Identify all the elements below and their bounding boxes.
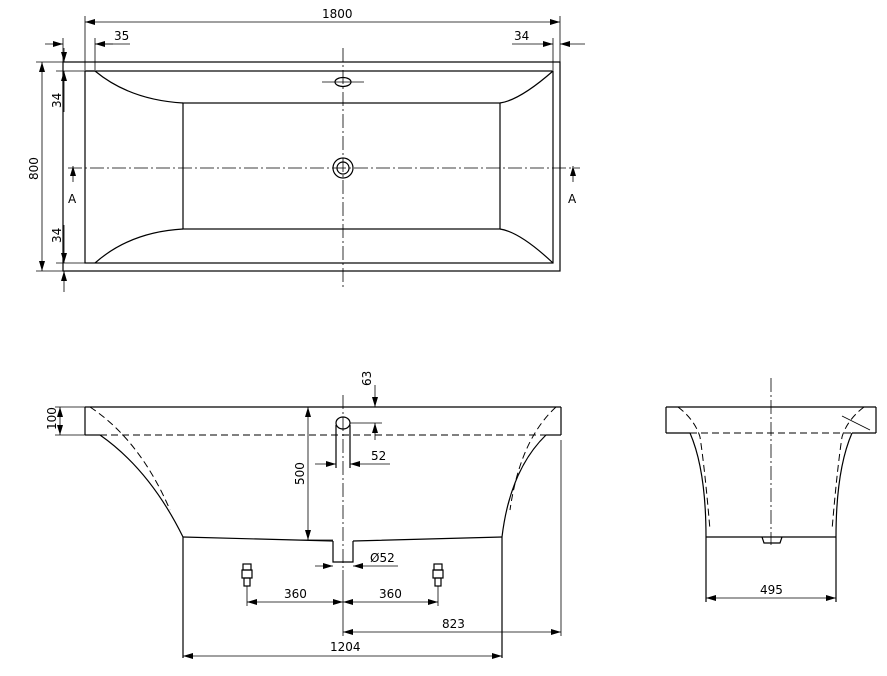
dim-rim-left: 35 xyxy=(114,29,129,43)
top-view: A A 1800 35 34 800 34 34 xyxy=(27,7,585,292)
basin-curve-br xyxy=(499,228,554,264)
dim-rim-bottom: 34 xyxy=(50,228,64,243)
tub-inner-rim xyxy=(84,70,554,264)
hidden-inner-left xyxy=(89,406,171,511)
dim-foot-left: 360 xyxy=(284,587,307,601)
drain-inner xyxy=(336,161,350,175)
basin-curve-tl xyxy=(94,70,184,104)
tub-outline-top xyxy=(62,61,561,272)
dim-rim-height: 100 xyxy=(45,407,59,430)
body-side-left xyxy=(99,434,184,538)
dim-bottom-length: 1204 xyxy=(330,640,361,654)
side-hidden-right xyxy=(831,406,865,531)
side-body-right xyxy=(835,432,853,538)
basin-curve-tr xyxy=(499,70,554,104)
body-side-right xyxy=(501,434,547,538)
dim-overflow-height: 63 xyxy=(360,371,374,386)
foot-left xyxy=(241,563,253,587)
side-drain xyxy=(761,536,783,544)
section-label-right: A xyxy=(568,192,577,206)
basin-bottom xyxy=(182,102,501,230)
hidden-inner-right xyxy=(509,406,557,511)
dim-overflow-diameter: 52 xyxy=(371,449,386,463)
dim-rim-top: 34 xyxy=(50,93,64,108)
dim-length: 1800 xyxy=(322,7,353,21)
dim-drain-to-end: 823 xyxy=(442,617,465,631)
dim-width: 800 xyxy=(27,157,41,180)
dim-drain-diameter: Ø52 xyxy=(370,551,395,565)
dim-bottom-width: 495 xyxy=(760,583,783,597)
side-overflow-mark xyxy=(841,415,871,431)
front-view: 100 63 52 500 Ø52 360 360 823 1204 xyxy=(45,371,562,659)
dim-depth: 500 xyxy=(293,462,307,485)
dim-foot-right: 360 xyxy=(379,587,402,601)
side-view: 495 xyxy=(665,378,877,602)
side-hidden-left xyxy=(677,406,711,531)
basin-curve-bl xyxy=(94,228,184,264)
body-bottom xyxy=(182,536,503,542)
section-label-left: A xyxy=(68,192,77,206)
drain-outer xyxy=(332,157,354,179)
foot-right xyxy=(432,563,444,587)
dim-rim-right: 34 xyxy=(514,29,529,43)
side-body-left xyxy=(689,432,707,538)
drain-pipe xyxy=(332,541,354,563)
